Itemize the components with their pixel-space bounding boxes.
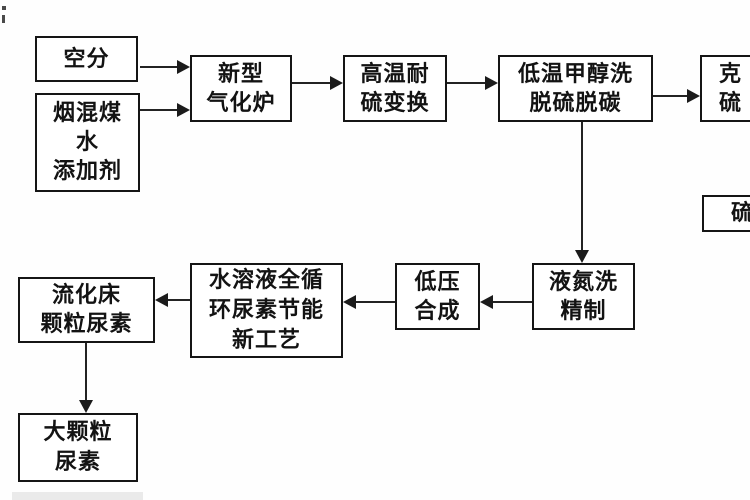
node-label: 颗粒尿素 <box>40 312 133 337</box>
node-coal-water-additive: 烟混煤 水 添加剂 <box>35 93 140 192</box>
node-label: 尿素 <box>54 449 101 475</box>
node-label: 流化床 <box>51 283 121 308</box>
node-label: 克 <box>719 61 743 87</box>
arrow-methanol-to-nitrogenwash-line <box>581 122 583 251</box>
arrow-airsep-to-gasifier-head <box>177 60 190 74</box>
node-label: 水 <box>75 130 99 155</box>
node-label: 硫变换 <box>360 90 430 116</box>
arrow-gasifier-to-shift-head <box>330 76 343 90</box>
node-label: 大颗粒 <box>43 419 113 445</box>
node-shift-conversion: 高温耐 硫变换 <box>343 55 447 122</box>
node-label: 新工艺 <box>231 327 301 353</box>
node-urea-process: 水溶液全循 环尿素节能 新工艺 <box>190 263 343 358</box>
node-label: 添加剂 <box>52 159 122 184</box>
node-label: 精制 <box>560 298 607 324</box>
arrow-coal-to-gasifier-line <box>140 109 178 111</box>
node-low-pressure-synthesis: 低压 合成 <box>395 263 480 330</box>
arrow-shift-to-methanol-line <box>447 82 487 84</box>
arrow-nitrogenwash-to-synthesis-head <box>480 295 493 309</box>
node-air-separation: 空分 <box>35 36 138 82</box>
bottom-cutoff-strip <box>12 492 143 500</box>
arrow-ureaprocess-to-fluidizedbed-line <box>167 299 190 301</box>
node-fluidized-bed-urea: 流化床 颗粒尿素 <box>18 277 155 343</box>
node-label: 水溶液全循 <box>208 267 324 293</box>
arrow-coal-to-gasifier-head <box>177 103 190 117</box>
node-sulfur-cut: 硫 <box>702 195 750 232</box>
node-label: 脱硫脱碳 <box>529 90 622 116</box>
arrow-airsep-to-gasifier-line <box>140 66 178 68</box>
node-claus-recovery-cut: 克 硫 <box>700 55 750 122</box>
node-label: 高温耐 <box>360 61 430 87</box>
arrow-nitrogenwash-to-synthesis-line <box>492 301 532 303</box>
node-label: 硫 <box>731 200 750 226</box>
node-label: 烟混煤 <box>52 101 122 126</box>
arrow-methanol-to-nitrogenwash-head <box>575 250 589 263</box>
node-gasifier: 新型 气化炉 <box>190 55 292 122</box>
arrow-methanol-to-claus-line <box>653 95 689 97</box>
node-methanol-wash: 低温甲醇洗 脱硫脱碳 <box>498 55 653 122</box>
node-label: 硫 <box>719 90 743 116</box>
arrow-synthesis-to-ureaprocess-head <box>343 295 356 309</box>
node-label: 空分 <box>63 46 110 72</box>
node-label: 气化炉 <box>206 90 276 116</box>
arrow-shift-to-methanol-head <box>485 76 498 90</box>
arrow-ureaprocess-to-fluidizedbed-head <box>155 293 168 307</box>
arrow-fluidizedbed-to-largeurea-line <box>85 343 87 401</box>
node-label: 环尿素节能 <box>208 297 324 323</box>
node-nitrogen-wash: 液氮洗 精制 <box>532 263 635 330</box>
node-label: 液氮洗 <box>548 269 618 295</box>
node-label: 低压 <box>414 269 461 295</box>
arrow-methanol-to-claus-head <box>687 89 700 103</box>
node-label: 合成 <box>414 298 461 324</box>
node-large-granule-urea: 大颗粒 尿素 <box>18 413 138 482</box>
scan-speck <box>2 6 6 10</box>
arrow-fluidizedbed-to-largeurea-head <box>79 400 93 413</box>
node-label: 新型 <box>217 61 264 87</box>
arrow-synthesis-to-ureaprocess-line <box>355 301 395 303</box>
arrow-gasifier-to-shift-line <box>292 82 332 84</box>
node-label: 低温甲醇洗 <box>517 61 633 87</box>
scan-speck <box>2 15 5 23</box>
